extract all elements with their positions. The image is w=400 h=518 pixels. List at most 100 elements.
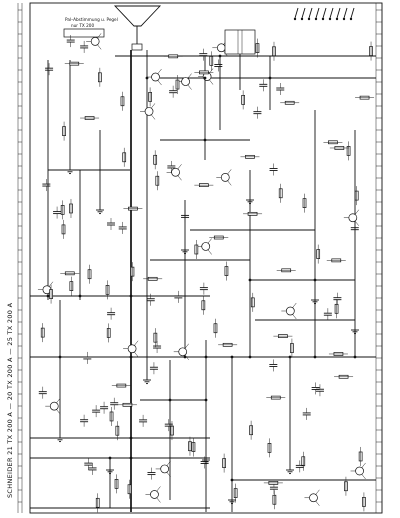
junction-dot — [108, 456, 112, 460]
transistor — [181, 77, 190, 86]
transistor — [127, 344, 137, 354]
junction-dot — [129, 294, 133, 298]
transistor — [201, 242, 211, 251]
connector-pin-end — [335, 17, 339, 21]
junction-dot — [183, 355, 187, 359]
transistor — [171, 167, 180, 177]
transistor-lead — [292, 302, 297, 309]
transistor-lead — [361, 473, 366, 480]
junction-dot — [268, 76, 272, 80]
transistor-lead — [184, 343, 189, 349]
transistor-lead — [166, 471, 171, 478]
junction-dot — [129, 436, 133, 440]
transistor-lead — [187, 84, 192, 90]
transistor-lead — [56, 397, 61, 404]
transistor-lead — [133, 340, 139, 346]
connector-pin — [315, 7, 320, 19]
transistor-lead — [315, 489, 320, 495]
connector-pin — [301, 7, 306, 19]
junction-dot — [288, 355, 292, 359]
header-note: Pal–Abstimmung u. Pegel nur TX 200 — [63, 17, 118, 38]
connector-pin — [329, 7, 334, 19]
crt-tube-icon — [113, 5, 162, 51]
transistor-lead — [157, 79, 162, 86]
junction-dot — [353, 355, 357, 359]
vertical-title: SCHNEIDER 21 TX 200 A — 20 TX 200 A — 25… — [6, 302, 14, 498]
transistor-lead — [156, 486, 161, 492]
junction-dot — [203, 138, 207, 142]
transistor-lead — [208, 79, 214, 85]
junction-dot — [46, 294, 50, 298]
right-ruler — [376, 9, 382, 503]
connector-pin — [350, 7, 355, 19]
left-ruler — [18, 9, 22, 503]
junction-dot — [230, 478, 234, 482]
transistor — [220, 173, 230, 182]
transistor-lead — [166, 460, 171, 467]
transistor-lead — [177, 175, 182, 181]
transistor-lead — [227, 169, 232, 175]
transistor-lead — [354, 209, 360, 215]
transistor — [178, 347, 188, 357]
transistor-lead — [96, 33, 102, 39]
transistor — [90, 37, 100, 46]
junction-dot — [145, 76, 149, 80]
connector-pin-end — [293, 17, 297, 21]
connector-pin-end — [321, 17, 325, 21]
connector-pins — [293, 7, 355, 21]
junction-dot — [204, 398, 208, 402]
transistor-lead — [361, 462, 366, 469]
junctions — [46, 54, 357, 482]
transistor-lead — [292, 313, 297, 320]
transistor-lead — [177, 164, 182, 170]
junction-dot — [129, 456, 133, 460]
connector-pin-end — [300, 17, 304, 21]
connector-pin — [343, 7, 348, 19]
transistor-lead — [48, 281, 54, 287]
junction-dot — [204, 355, 208, 359]
junction-dot — [248, 278, 252, 282]
junction-dot — [129, 355, 133, 359]
transistor — [144, 107, 154, 116]
transistor-lead — [315, 500, 320, 506]
transistor-lead — [96, 44, 102, 50]
connector-pin-end — [307, 17, 311, 21]
transistor — [151, 72, 160, 82]
connector-pin-end — [328, 17, 332, 21]
transistor — [285, 306, 295, 316]
frame — [17, 2, 383, 514]
transistor-lead — [56, 408, 61, 415]
transistor-lead — [157, 68, 162, 75]
transistor-lead — [187, 73, 192, 79]
transistor-lead — [156, 497, 161, 503]
connector-pin — [308, 7, 313, 19]
connector-pin-end — [342, 17, 346, 21]
transistor — [355, 466, 364, 476]
transistor — [160, 464, 170, 474]
connector-pin-end — [314, 17, 318, 21]
components — [37, 33, 375, 513]
junction-dot — [168, 398, 172, 402]
transistor-lead — [150, 114, 156, 120]
junction-dot — [218, 54, 222, 58]
transistor — [309, 493, 318, 503]
junction-dot — [78, 294, 82, 298]
header-note-line1: Pal–Abstimmung u. Pegel — [65, 17, 118, 22]
transformer-icon — [224, 29, 256, 55]
junction-dot — [203, 76, 207, 80]
transistor-lead — [207, 249, 212, 255]
transistor — [216, 43, 226, 53]
header-note-line2: nur TX 200 — [71, 23, 94, 28]
junction-dot — [58, 355, 62, 359]
ground-symbol-icon — [56, 169, 359, 505]
transistor-lead — [354, 220, 360, 226]
transistor-lead — [133, 351, 139, 357]
connector-pin — [294, 7, 299, 19]
junction-dot — [230, 355, 234, 359]
transistor-lead — [227, 180, 232, 186]
transistor — [150, 490, 159, 499]
transistor — [348, 213, 358, 223]
transistor-lead — [150, 103, 156, 109]
connector-pin-end — [349, 17, 353, 21]
